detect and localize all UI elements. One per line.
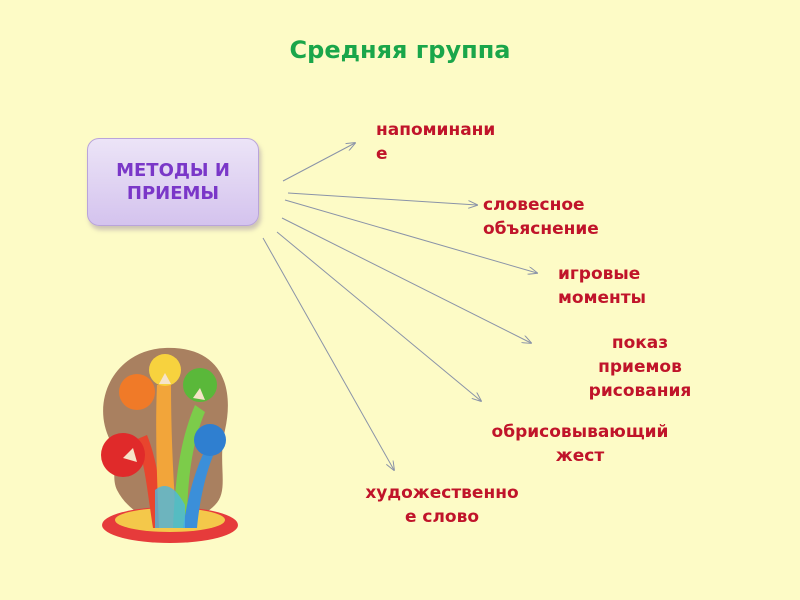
item-label-3: игровые моменты [558,264,646,308]
root-node: МЕТОДЫ И ПРИЕМЫ [87,138,259,226]
page-title: Средняя группа [289,36,511,64]
item-label-1: напоминание [376,120,496,164]
rainbow-pencil-tree-icon [101,347,238,543]
item-label-6: художественное слово [365,483,519,527]
arrow-item-4 [281,217,531,343]
arrow-item-6 [262,237,394,470]
root-node-label: МЕТОДЫ И ПРИЕМЫ [116,160,230,204]
arrow-item-2 [287,192,477,205]
arrow-item-1 [282,143,355,182]
item-label-2: словесное объяснение [483,195,599,239]
item-label-4: показ приемов рисования [588,333,692,401]
item-label-5: обрисовывающий жест [491,422,669,466]
arrow-item-5 [276,231,481,401]
arrow-item-3 [284,199,537,273]
